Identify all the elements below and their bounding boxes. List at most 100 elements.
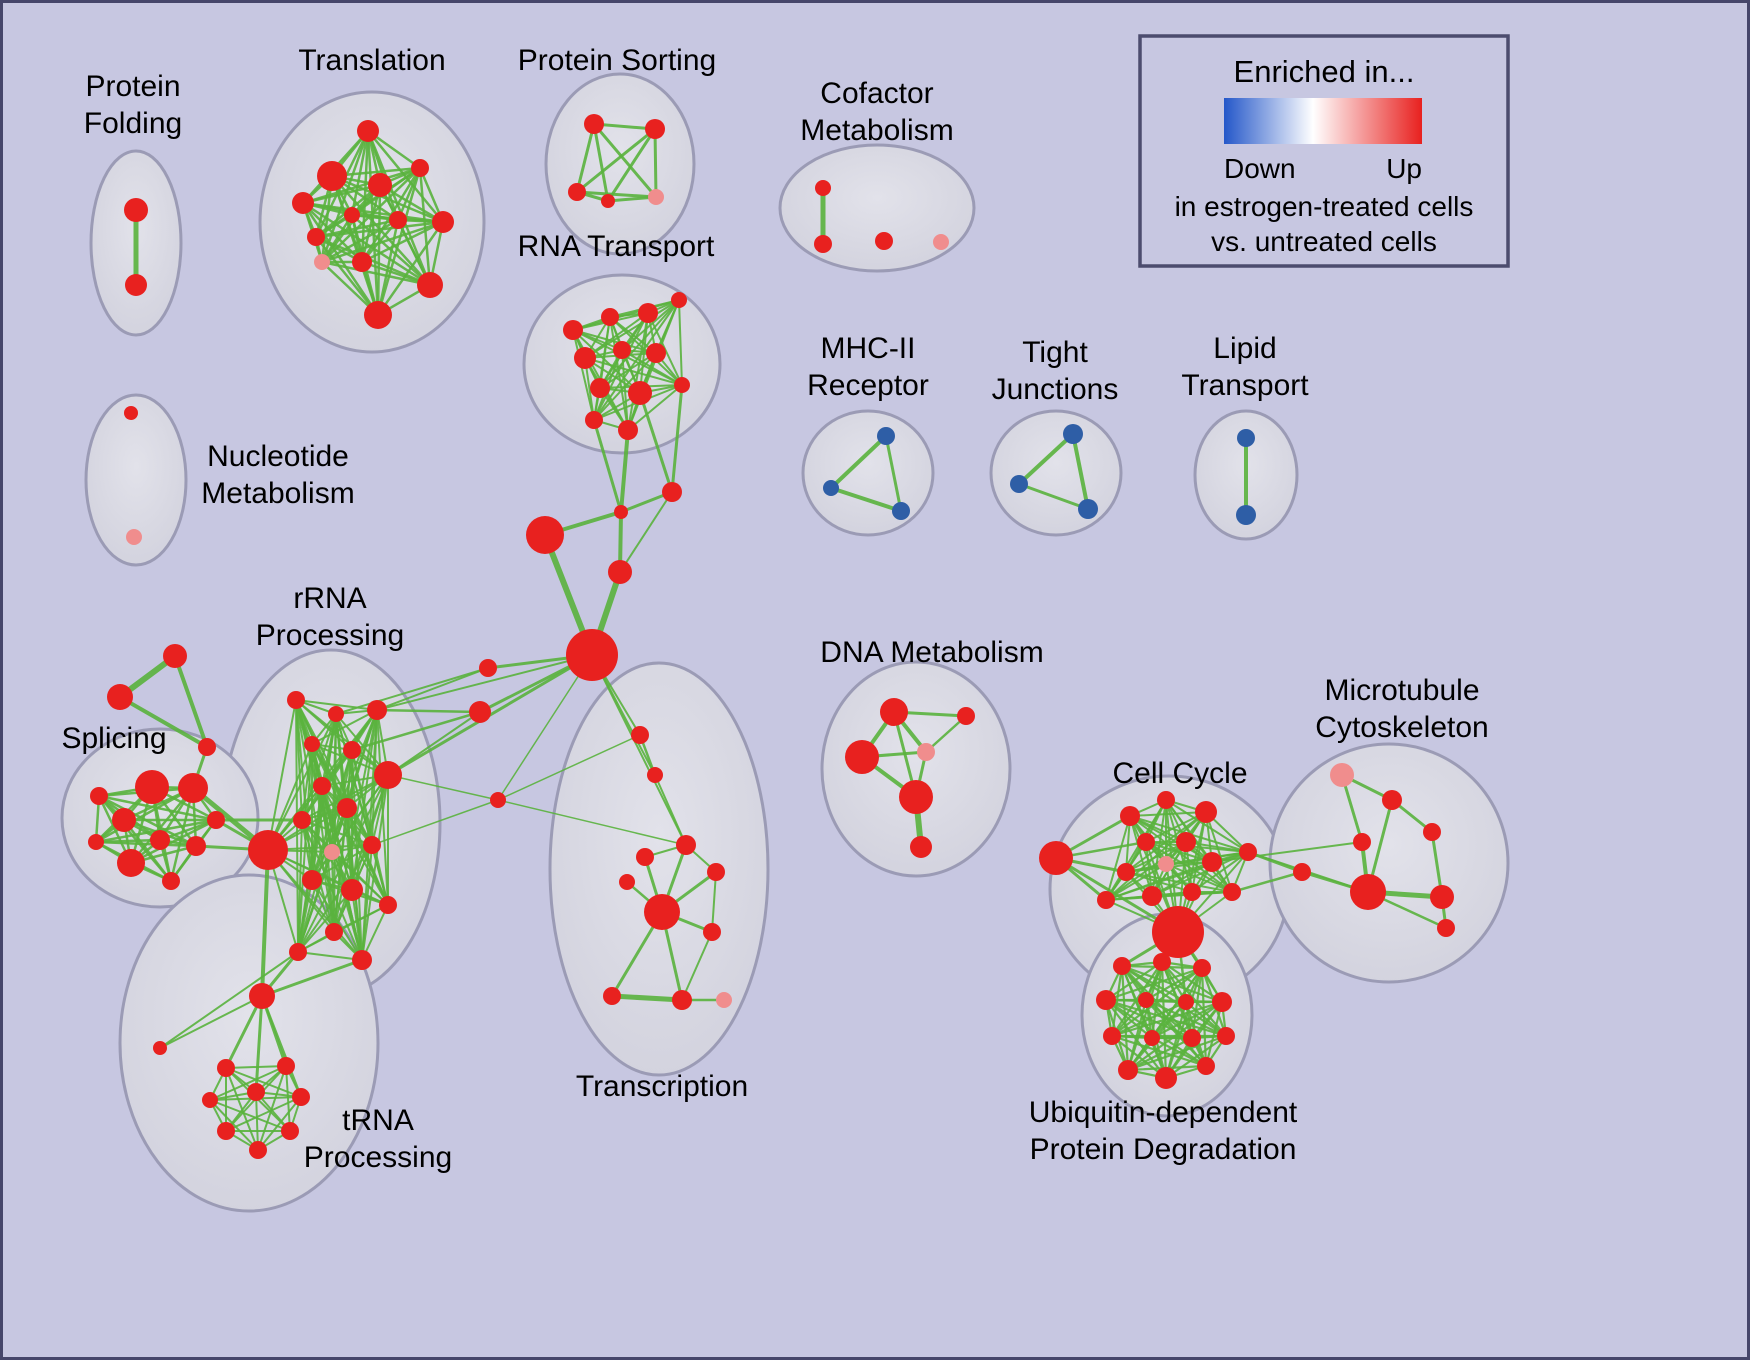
network-edge (260, 958, 364, 998)
network-edge (376, 667, 489, 711)
network-edge (619, 491, 673, 573)
network-node-cc13 (1097, 891, 1115, 909)
network-edge (591, 654, 687, 846)
network-node-rr14 (379, 896, 397, 914)
network-edge (320, 213, 354, 264)
cluster-label-transcription: Transcription (576, 1070, 748, 1103)
network-edge (350, 710, 482, 752)
network-node-tc4 (636, 848, 654, 866)
cluster-label-trna-processing: tRNA (342, 1104, 414, 1137)
network-node-tb7 (281, 1122, 299, 1140)
network-node-cm1 (815, 180, 831, 196)
network-node-tr3 (292, 192, 314, 214)
network-edge (497, 734, 641, 801)
network-edge (376, 220, 445, 317)
network-edge (376, 166, 422, 317)
cluster-label-dna-metabolism: DNA Metabolism (820, 636, 1043, 669)
network-edge (311, 844, 373, 881)
network-edge (351, 889, 363, 961)
network-edge (1230, 870, 1304, 894)
cluster-label-rrna-processing: rRNA (293, 582, 366, 615)
network-node-cm4 (933, 234, 949, 250)
network-edge (1144, 998, 1228, 1038)
network-node-cn2 (614, 505, 628, 519)
network-edge (285, 1065, 291, 1132)
network-node-rt12 (674, 377, 690, 393)
network-node-rt8 (590, 378, 610, 398)
network-edge (1017, 432, 1075, 486)
network-edge (619, 428, 630, 514)
network-node-tr12 (417, 272, 443, 298)
network-edge (884, 434, 903, 513)
cluster-label-splicing: Splicing (61, 722, 166, 755)
network-node-cc5 (1176, 832, 1196, 852)
network-node-sp8 (207, 811, 225, 829)
cluster-label-mhc-ii-receptor: MHC-II (821, 332, 916, 365)
network-node-rt5 (574, 347, 596, 369)
network-edge (301, 819, 373, 846)
network-edge (609, 993, 685, 1003)
network-node-sp9 (90, 787, 108, 805)
network-node-cc10 (1142, 886, 1162, 906)
network-node-sp3 (112, 808, 136, 832)
network-edge (260, 994, 303, 1099)
network-edge (331, 851, 389, 906)
network-edge (361, 844, 373, 961)
network-node-tns (153, 1041, 167, 1055)
network-node-rt4 (671, 292, 687, 308)
network-edge (371, 844, 389, 906)
network-node-rr4 (304, 736, 320, 752)
network-edge (331, 851, 335, 933)
network-node-rt10 (585, 411, 603, 429)
network-node-sp5 (117, 849, 145, 877)
network-edge (94, 840, 198, 848)
legend-subtitle-line2: vs. untreated cells (1211, 226, 1437, 257)
network-node-pf2 (125, 274, 147, 296)
network-edge (1125, 871, 1233, 893)
network-node-ps5 (648, 189, 664, 205)
network-edge (351, 749, 363, 961)
network-edge (209, 1099, 259, 1151)
cluster-ellipse-trna-processing (118, 873, 380, 1213)
network-node-tc5 (644, 894, 680, 930)
network-node-mc8 (1437, 919, 1455, 937)
network-edge (670, 383, 684, 494)
network-edge (621, 349, 683, 386)
network-node-tb1 (217, 1059, 235, 1077)
network-edge (301, 201, 380, 317)
network-node-tr5 (411, 159, 429, 177)
network-node-tr10 (314, 254, 330, 270)
network-node-sp10 (88, 834, 104, 850)
network-node-mh3 (892, 502, 910, 520)
network-node-tc11 (716, 992, 732, 1008)
network-edge (297, 889, 353, 953)
network-node-mc2 (1382, 790, 1402, 810)
network-edge (1105, 815, 1131, 901)
network-node-rr6 (374, 761, 402, 789)
network-edge (97, 794, 198, 848)
network-node-mc3 (1353, 833, 1371, 851)
network-edge (257, 1065, 287, 1151)
network-node-rt11 (618, 420, 638, 440)
network-edge (1164, 1034, 1228, 1080)
legend-subtitle-line1: in estrogen-treated cells (1175, 191, 1474, 222)
network-node-rt9 (628, 381, 652, 405)
network-edge (584, 357, 683, 386)
cluster-label-tight-junctions: Tight (1022, 336, 1088, 369)
network-node-rr3 (367, 700, 387, 720)
cluster-label-rna-transport: RNA Transport (518, 230, 715, 263)
network-edge (311, 879, 363, 961)
network-edge (638, 391, 674, 494)
cluster-label-lipid-transport: Transport (1181, 369, 1309, 402)
network-edge (592, 122, 610, 203)
network-node-tb6 (217, 1122, 235, 1140)
network-edge (1126, 1036, 1194, 1072)
network-edge (297, 844, 373, 953)
network-edge (575, 190, 658, 199)
cluster-label-protein-sorting: Protein Sorting (518, 44, 716, 77)
legend: Enriched in... Down Up in estrogen-treat… (1138, 34, 1510, 268)
network-node-mc6 (1430, 885, 1454, 909)
